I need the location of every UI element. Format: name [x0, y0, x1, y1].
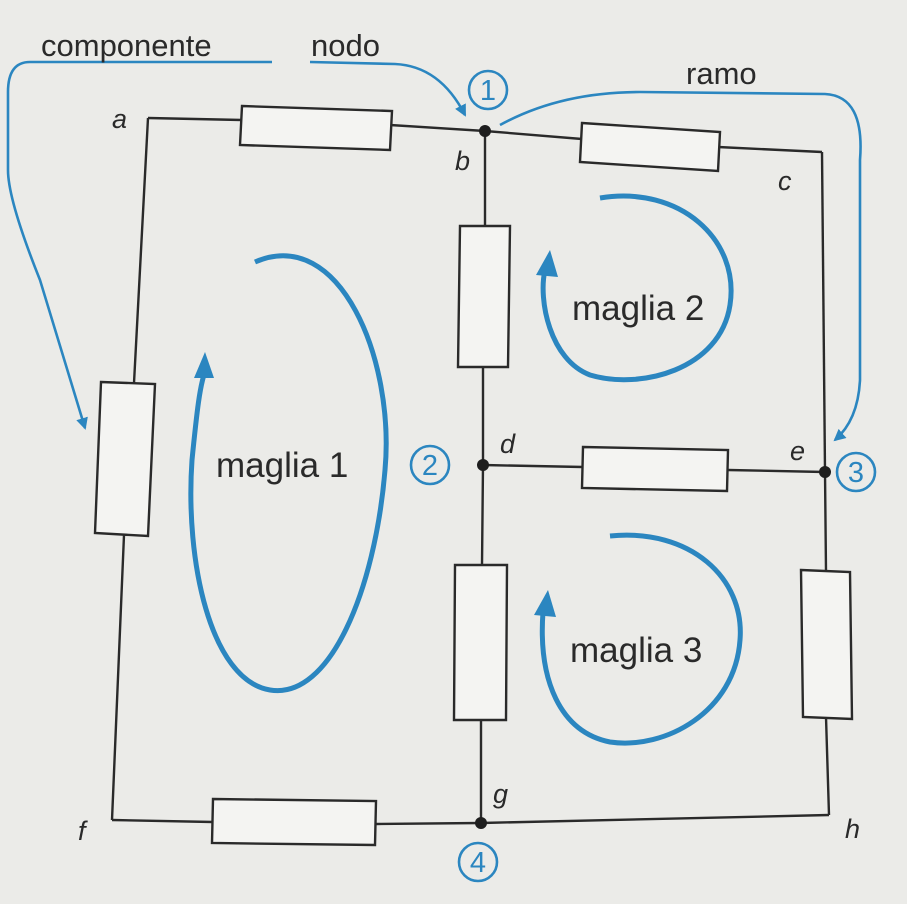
node-pointer [309, 60, 467, 117]
node-number-4-text: 4 [470, 847, 486, 879]
point-label-h: h [845, 814, 860, 844]
callout-node: nodo [311, 28, 380, 63]
node-number-3-text: 3 [848, 457, 864, 489]
node-dot-e [819, 466, 831, 478]
resistor-bd [456, 224, 512, 369]
component-pointer [6, 60, 272, 430]
wire-f-g [111, 818, 482, 826]
mesh-label-1: maglia 1 [216, 446, 348, 485]
mesh-loop-3 [534, 532, 743, 746]
mesh-label-2: maglia 2 [572, 289, 704, 328]
mesh-loop-2 [536, 193, 734, 383]
resistor-eh [799, 568, 854, 721]
resistor-de [580, 445, 730, 493]
point-label-e: e [790, 436, 805, 466]
wire-c-e [820, 151, 827, 473]
node-number-1: 1 [467, 69, 509, 111]
node-dot-b [479, 125, 491, 137]
mesh-loop-1 [188, 253, 389, 694]
point-label-f: f [78, 816, 88, 846]
node-number-4: 4 [457, 841, 499, 883]
point-label-d: d [500, 429, 516, 459]
resistor-dg [452, 563, 509, 722]
callout-branch: ramo [686, 56, 757, 91]
node-number-1-text: 1 [480, 75, 496, 107]
point-label-g: g [493, 779, 508, 809]
wire-g-h [480, 813, 830, 825]
node-dot-d [477, 459, 489, 471]
mesh-label-3: maglia 3 [570, 631, 702, 670]
resistor-af [93, 380, 157, 538]
wire-a-f [110, 117, 150, 821]
wire-b-c [484, 129, 823, 154]
resistor-fg [210, 797, 378, 847]
wire-d-g [479, 464, 485, 823]
resistor-bc [578, 121, 722, 173]
point-label-a: a [112, 104, 127, 134]
node-number-3: 3 [835, 451, 877, 493]
node-number-2-text: 2 [422, 450, 438, 482]
wire-d-e [482, 463, 826, 474]
branch-pointer [499, 90, 862, 442]
wire-e-h [823, 471, 831, 816]
callout-component: componente [41, 28, 212, 63]
wire-a-b [147, 116, 486, 133]
point-label-b: b [455, 146, 470, 176]
node-number-2: 2 [409, 444, 451, 486]
wires [110, 116, 831, 826]
resistor-ab [238, 104, 394, 152]
wire-b-d [481, 131, 487, 465]
point-label-c: c [778, 166, 792, 196]
node-dot-g [475, 817, 487, 829]
resistors [93, 104, 854, 847]
